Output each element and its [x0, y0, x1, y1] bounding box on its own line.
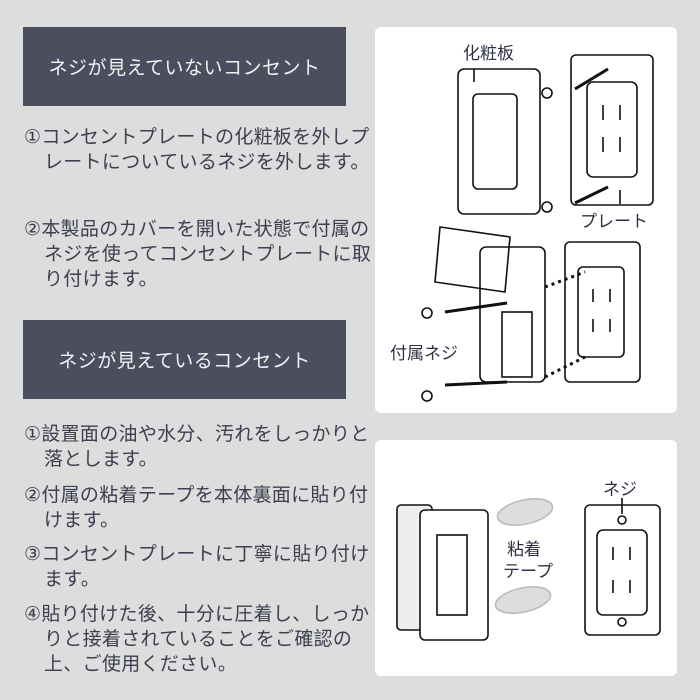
label-plate: プレート: [580, 212, 648, 232]
section1-header: ネジが見えていないコンセント: [23, 27, 346, 106]
section1-step-2: ②本製品のカバーを開いた状態で付属のネジを使ってコンセントプレートに取り付けます…: [24, 218, 372, 290]
label-tape-line2: テープ: [503, 562, 553, 582]
section2-step-1: ①設置面の油や水分、汚れをしっかりと落とします。: [24, 423, 370, 470]
section1-title: ネジが見えていないコンセント: [48, 57, 321, 79]
section2-step-3: ③コンセントプレートに丁寧に貼り付けます。: [24, 543, 370, 590]
section1-step-1: ①コンセントプレートの化粧板を外しプレートについているネジを外します。: [24, 126, 370, 173]
section2-step-4: ④貼り付けた後、十分に圧着し、しっかりと接着されていることをご確認の上、ご使用く…: [24, 603, 370, 675]
installation-illustration-2: [396, 498, 661, 641]
section2-step-2: ②付属の粘着テープを本体裏面に貼り付けます。: [24, 484, 369, 531]
installation-illustration-1: [421, 54, 654, 402]
section2-title: ネジが見えているコンセント: [58, 350, 311, 372]
section2-header: ネジが見えているコンセント: [23, 320, 346, 399]
diagram-visible-screw: ネジ 粘着 テープ: [375, 440, 677, 676]
label-cover: 化粧板: [463, 44, 514, 64]
label-screws: 付属ネジ: [390, 344, 458, 364]
diagram-hidden-screw: 化粧板 プレート 付属ネジ: [375, 27, 677, 413]
label-tape-line1: 粘着: [507, 540, 541, 560]
label-screw: ネジ: [603, 480, 637, 500]
